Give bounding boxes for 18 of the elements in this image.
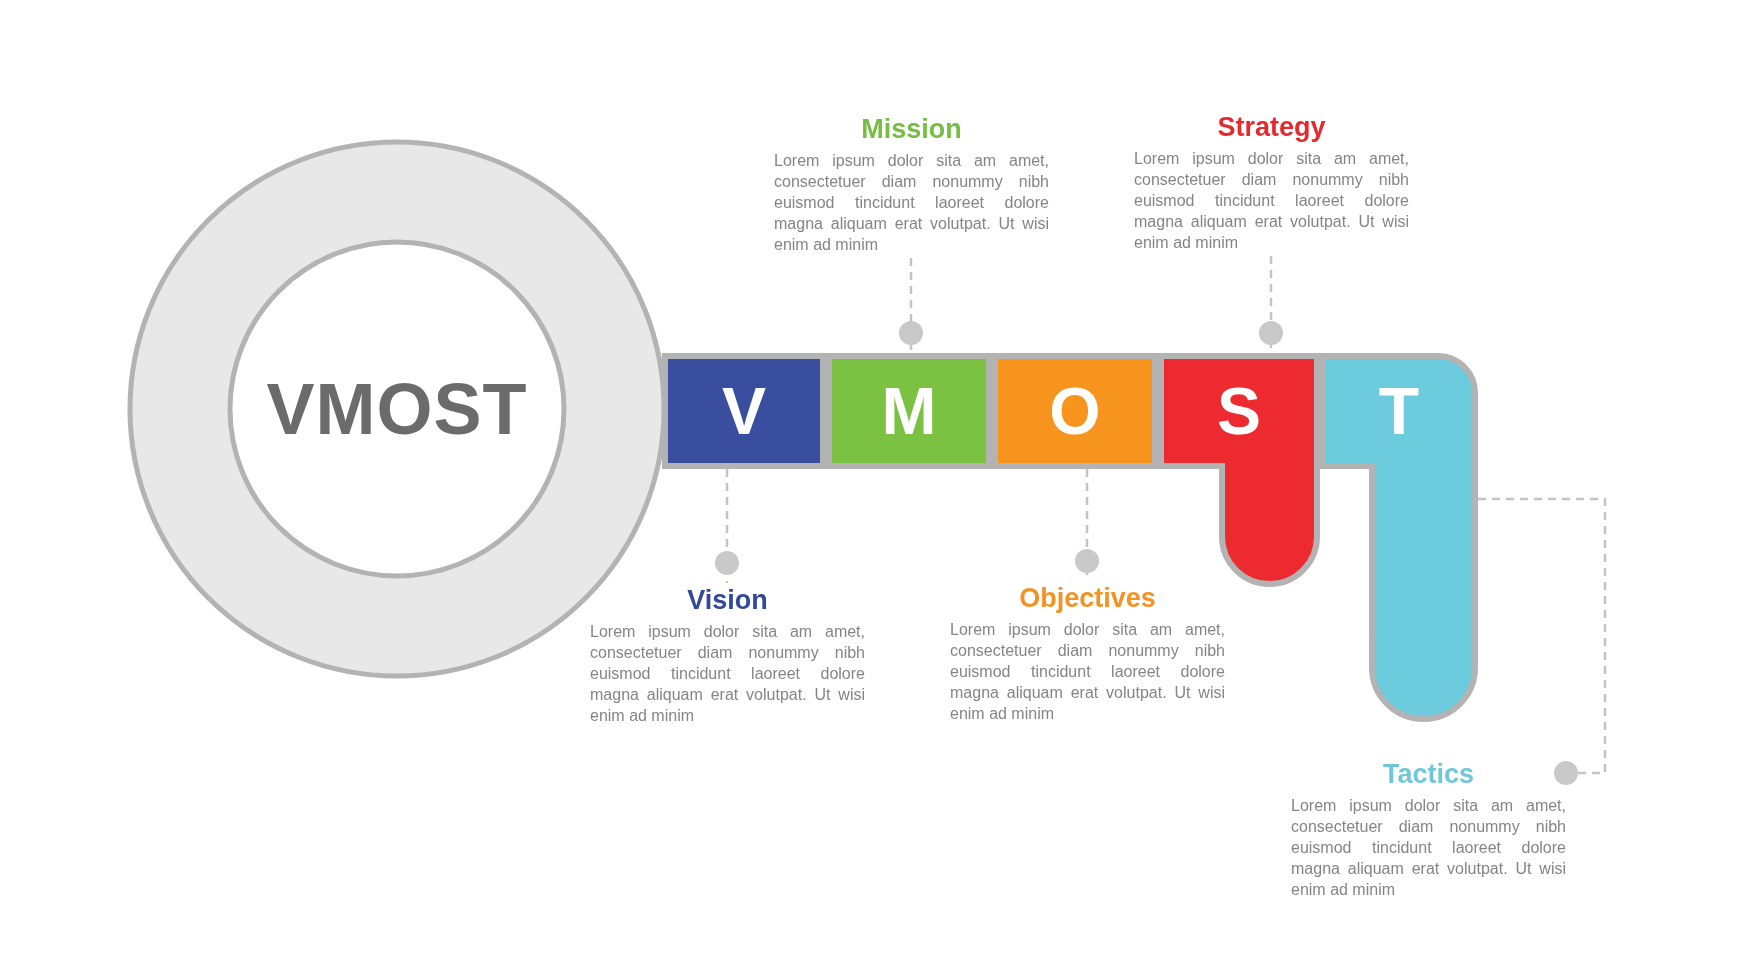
section-title: Tactics	[1382, 758, 1474, 791]
section-title: Objectives	[1019, 582, 1156, 615]
description-text: Lorem ipsum dolor sita am amet, consectetuer diam nonummy nibh euismod tincidunt laoreet dolore magna aliquam erat volutpat. Ut wisi enim ad minim	[590, 622, 865, 726]
letter-tile: M	[826, 353, 992, 469]
section-title: Strategy	[1217, 111, 1326, 144]
section-title: Mission	[861, 113, 962, 146]
description-text: Lorem ipsum dolor sita am amet, consectetuer diam nonummy nibh euismod tincidunt laoreet dolore magna aliquam erat volutpat. Ut wisi enim ad minim	[1134, 149, 1409, 253]
leader-line	[899, 258, 923, 353]
letter-tile: S	[1158, 353, 1320, 587]
letter-tile: V	[662, 353, 826, 469]
letter-tile: T	[1320, 353, 1478, 722]
description-text: Lorem ipsum dolor sita am amet, consectetuer diam nonummy nibh euismod tincidunt laoreet dolore magna aliquam erat volutpat. Ut wisi enim ad minim	[1291, 796, 1566, 900]
description-text: Lorem ipsum dolor sita am amet, consectetuer diam nonummy nibh euismod tincidunt laoreet dolore magna aliquam erat volutpat. Ut wisi enim ad minim	[774, 151, 1049, 255]
description-text: Lorem ipsum dolor sita am amet, consectetuer diam nonummy nibh euismod tincidunt laoreet dolore magna aliquam erat volutpat. Ut wisi enim ad minim	[950, 620, 1225, 724]
letter-tile: O	[992, 353, 1158, 469]
section-title: Vision	[687, 584, 768, 617]
leader-line	[715, 469, 739, 583]
leader-line	[1478, 497, 1607, 785]
